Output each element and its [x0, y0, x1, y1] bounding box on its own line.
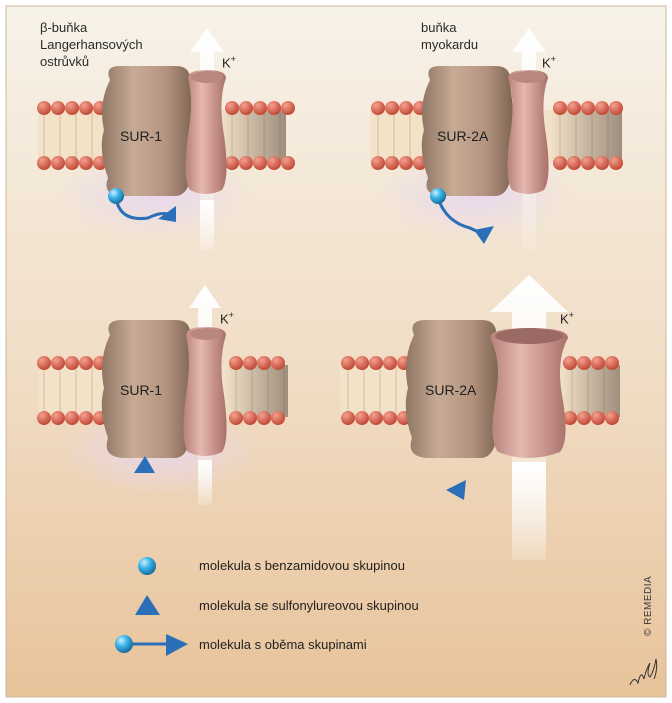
bulky-molecule	[430, 188, 494, 244]
bulky-molecule	[108, 188, 176, 222]
ion-channel	[183, 327, 227, 456]
receptor-label: SUR-1	[120, 382, 163, 398]
sulfonylurea-molecule	[446, 480, 466, 500]
cell-label-beta-line1: β-buňka	[40, 20, 88, 35]
sur-protein	[421, 66, 513, 196]
legend-benzamide-label: molekula s benzamidovou skupinou	[199, 558, 405, 573]
receptor-label: SUR-2A	[437, 128, 489, 144]
panel-top-left	[37, 28, 295, 250]
potassium-label: K+	[220, 310, 234, 327]
publisher-credit: © REMEDIA	[643, 575, 654, 636]
ion-channel	[507, 70, 549, 194]
receptor-label: SUR-1	[120, 128, 163, 144]
cell-label-myocardium-line1: buňka	[421, 20, 457, 35]
benzamide-sphere-icon	[138, 557, 156, 575]
panel-bottom-left	[37, 285, 288, 505]
artist-signature	[629, 658, 658, 686]
potassium-label: K+	[560, 310, 574, 327]
sulfonylurea-molecule	[134, 456, 155, 473]
sulfonylurea-triangle-icon	[135, 595, 160, 615]
legend-icons	[115, 557, 188, 656]
cell-label-beta-line2: Langerhansových	[40, 37, 143, 52]
potassium-label: K+	[222, 54, 236, 71]
ion-channel	[185, 70, 227, 194]
sur-protein	[101, 66, 193, 196]
potassium-label: K+	[542, 54, 556, 71]
membrane	[37, 101, 295, 170]
sur-protein	[101, 320, 193, 458]
legend-bulky-label: molekula s oběma skupinami	[199, 637, 367, 652]
sur-protein	[405, 320, 499, 458]
panel-top-right	[370, 28, 623, 250]
cell-label-myocardium-line2: myokardu	[421, 37, 479, 52]
receptor-label: SUR-2A	[425, 382, 477, 398]
membrane	[370, 101, 623, 170]
bulky-molecule-icon	[115, 634, 188, 656]
legend-sulfonylurea-label: molekula se sulfonylureovou skupinou	[199, 598, 419, 613]
panel-bottom-right	[340, 275, 620, 560]
cell-label-beta-line3: ostrůvků	[40, 54, 90, 69]
ion-channel	[490, 328, 568, 458]
